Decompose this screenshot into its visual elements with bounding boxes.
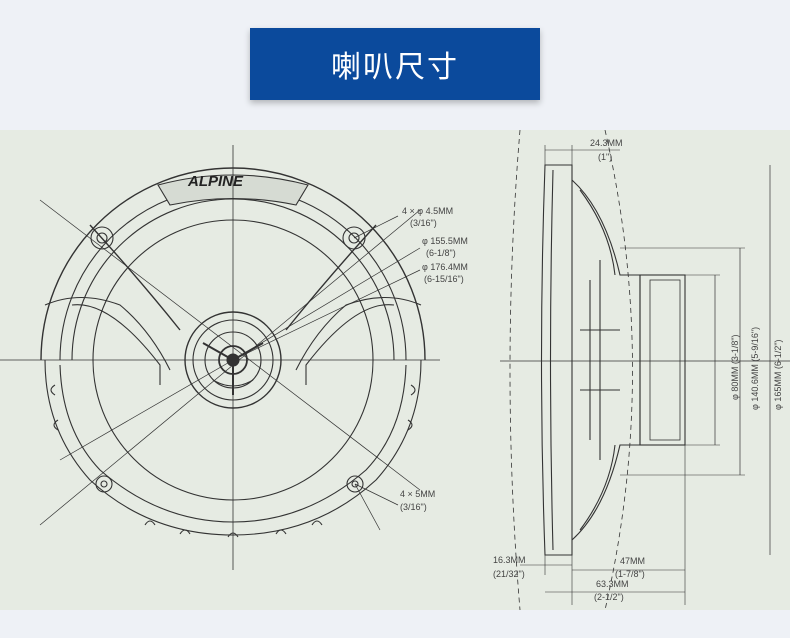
dia-155-inch: (6-1/8") — [426, 248, 456, 258]
dia-155-dim: φ 155.5MM — [422, 236, 468, 246]
holes-bottom-inch: (3/16") — [400, 502, 427, 512]
vertical-dimension-labels: φ 80MM (3-1/8") φ 140.6MM (5-9/16") φ 16… — [730, 327, 783, 410]
banner-title: 喇叭尺寸 — [331, 50, 459, 85]
technical-drawing-svg: ALPINE 4 × φ 4.5MM (3/16") φ 155.5MM (6-… — [0, 130, 790, 610]
left-depth-inch: (21/32") — [493, 569, 525, 579]
dia-176-dim: φ 176.4MM — [422, 262, 468, 272]
depth-47-inch: (1-7/8") — [615, 569, 645, 579]
dia-80-label: φ 80MM (3-1/8") — [730, 334, 740, 400]
holes-bottom-dim: 4 × 5MM — [400, 489, 435, 499]
brand-logo-text: ALPINE — [187, 173, 244, 190]
holes-top-inch: (3/16") — [410, 218, 437, 228]
left-depth-dim: 16.3MM — [493, 555, 526, 565]
depth-63-inch: (2-1/2") — [594, 592, 624, 602]
holes-top-dim: 4 × φ 4.5MM — [402, 206, 453, 216]
side-view — [500, 145, 790, 605]
dia-140-label: φ 140.6MM (5-9/16") — [750, 327, 760, 410]
dia-165-label: φ 165MM (6-1/2") — [773, 339, 783, 410]
speaker-dimension-drawing: ALPINE 4 × φ 4.5MM (3/16") φ 155.5MM (6-… — [0, 130, 790, 610]
depth-63-dim: 63.3MM — [596, 579, 629, 589]
front-view — [0, 145, 440, 570]
depth-47-dim: 47MM — [620, 556, 645, 566]
dia-176-inch: (6-15/16") — [424, 274, 464, 284]
title-banner: 喇叭尺寸 — [250, 28, 540, 100]
top-depth-inch: (1") — [598, 152, 612, 162]
top-depth-dim: 24.3MM — [590, 138, 623, 148]
